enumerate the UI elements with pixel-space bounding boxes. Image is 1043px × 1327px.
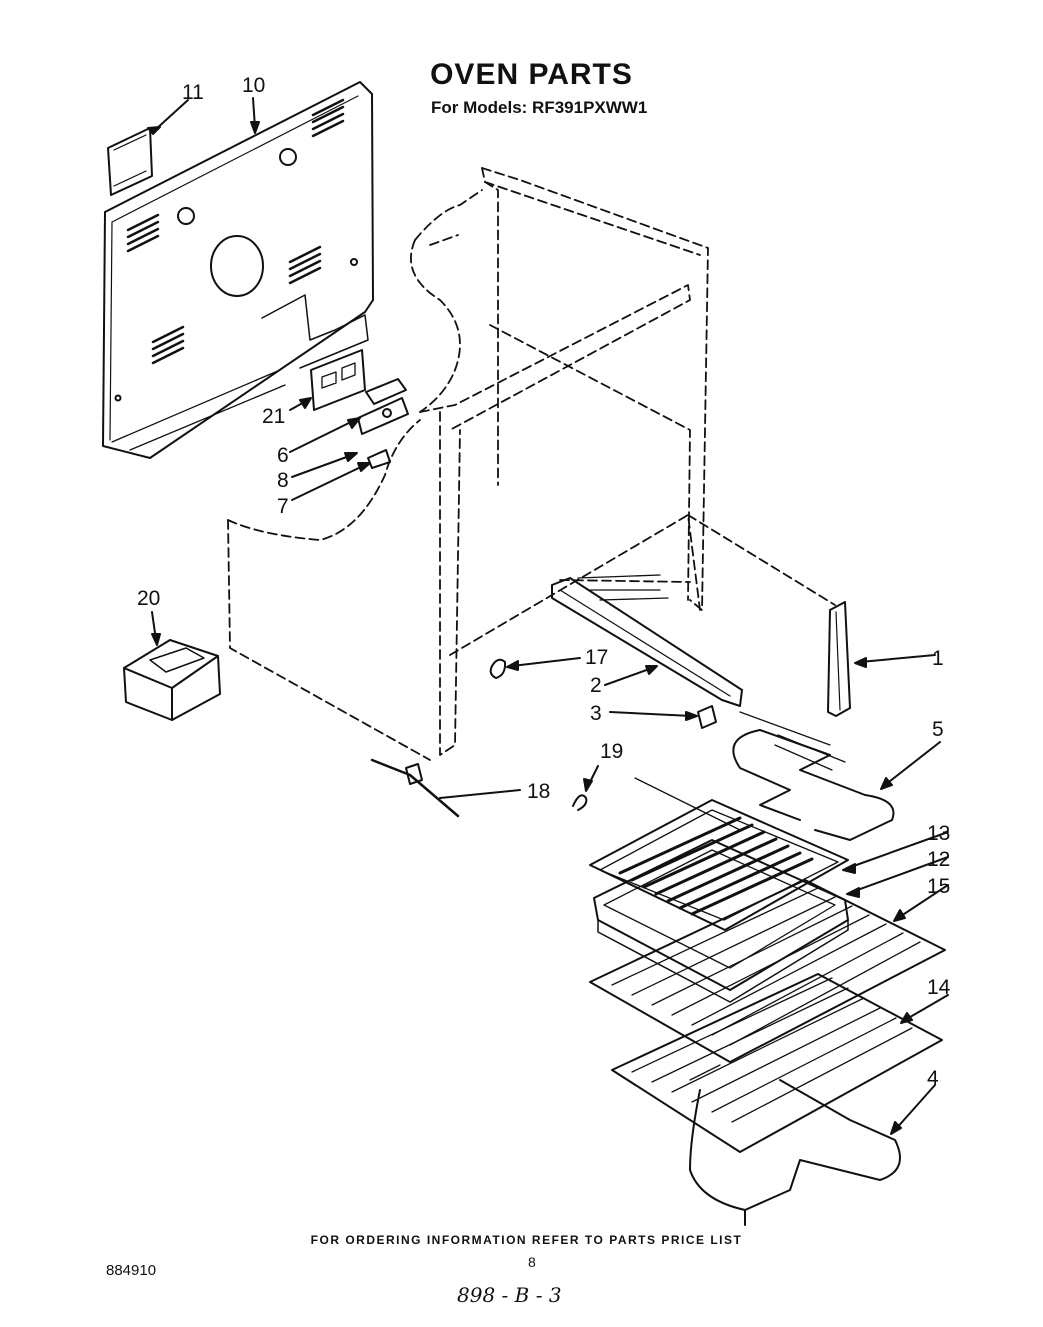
leader-18 xyxy=(439,789,521,799)
part-6-plate xyxy=(357,397,409,435)
callout-3: 3 xyxy=(590,702,602,725)
ordering-note: FOR ORDERING INFORMATION REFER TO PARTS … xyxy=(310,1233,743,1247)
part-17-knob xyxy=(489,658,507,679)
leader-14 xyxy=(904,994,949,1021)
part-21-bracket xyxy=(310,349,407,411)
callout-labels: 11 10 21 6 8 7 20 17 1 2 3 19 18 5 13 12… xyxy=(137,74,951,1090)
callout-4: 4 xyxy=(927,1067,939,1090)
part-15-oven-rack xyxy=(589,879,946,1063)
part-8-clip xyxy=(367,449,391,469)
leader-2 xyxy=(604,667,653,686)
callout-12: 12 xyxy=(927,848,950,871)
part-18-sensor-probe xyxy=(370,758,460,818)
callout-7: 7 xyxy=(277,495,289,518)
callout-20: 20 xyxy=(137,587,160,610)
callout-14: 14 xyxy=(927,976,951,999)
oven-cavity-outline xyxy=(227,167,836,761)
leader-13 xyxy=(847,831,949,869)
callout-17: 17 xyxy=(585,646,608,669)
callout-13: 13 xyxy=(927,822,950,845)
part-10-rear-panel xyxy=(102,81,374,459)
leader-1 xyxy=(859,654,936,663)
callout-8: 8 xyxy=(277,469,289,492)
model-subtitle: For Models: RF391PXWW1 xyxy=(431,98,648,117)
leader-6 xyxy=(289,419,356,453)
callout-15: 15 xyxy=(927,875,950,898)
part-5-broil-element xyxy=(634,711,895,841)
callout-19: 19 xyxy=(600,740,623,763)
leader-15 xyxy=(897,884,949,919)
part-12-broiler-pan xyxy=(593,839,849,1003)
callout-21: 21 xyxy=(262,405,285,428)
page-number: 8 xyxy=(528,1254,536,1270)
callout-18: 18 xyxy=(527,780,550,803)
part-2-rail xyxy=(551,574,743,707)
callout-10: 10 xyxy=(242,74,265,97)
handwritten-note: 898 - B - 3 xyxy=(457,1283,562,1307)
leader-5 xyxy=(884,741,941,786)
part-3-clip xyxy=(697,705,717,729)
part-11-cover-plate xyxy=(107,127,153,196)
leader-7 xyxy=(291,464,366,501)
leader-17 xyxy=(511,657,581,667)
leader-4 xyxy=(894,1084,936,1131)
document-number: 884910 xyxy=(106,1262,157,1279)
part-4-bake-element xyxy=(689,1064,901,1226)
callout-6: 6 xyxy=(277,444,289,467)
part-14-oven-rack xyxy=(611,973,943,1153)
leader-11 xyxy=(154,99,189,131)
part-1-trim-strip xyxy=(827,601,851,717)
page-title: OVEN PARTS xyxy=(430,58,633,91)
callout-11: 11 xyxy=(182,81,204,104)
leader-8 xyxy=(291,454,353,478)
part-20-control-box xyxy=(123,639,221,721)
part-13-broiler-grid xyxy=(589,799,849,931)
leader-3 xyxy=(609,711,693,717)
callout-1: 1 xyxy=(932,647,944,670)
callout-5: 5 xyxy=(932,718,944,741)
leader-12 xyxy=(851,856,949,893)
part-19-wire xyxy=(572,794,588,811)
callout-2: 2 xyxy=(590,674,602,697)
